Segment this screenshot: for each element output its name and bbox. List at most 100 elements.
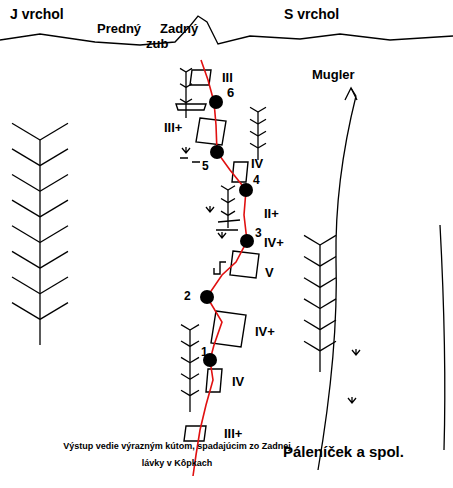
belay-dot [239,183,253,197]
author-credit: Páleníček a spol. [283,444,404,459]
tree-branch [258,107,266,112]
grass-tuft [206,206,214,212]
tree-branch [258,131,266,136]
route-label: V [265,266,274,279]
tree-branch [190,341,199,346]
tree-branch [180,99,186,103]
tree-branch [181,390,190,395]
tree-branch [250,107,258,112]
tree-branch [40,226,68,243]
place-name: Mugler [312,68,355,81]
tree-branch [12,174,40,191]
grass-tuft [348,397,356,403]
route-label: IV [232,375,244,388]
tree-branch [180,84,186,88]
tree-branch [228,198,235,202]
grass-tuft [218,232,226,238]
tree-branch [190,390,199,395]
mugler-arrow-stem [351,88,356,96]
tree-branch [40,123,68,140]
tree-branch [40,303,68,320]
tree-branch [258,119,266,124]
tree-branch [12,123,40,140]
grass-tuft [352,349,360,355]
pitch-features [176,70,259,441]
place-name: zub [146,37,168,50]
rock-step [211,311,246,347]
rock-step [196,118,226,145]
place-name: Predný [97,22,141,35]
tree-branch [181,341,190,346]
tree-branch [12,303,40,320]
ledge [216,220,240,230]
grass-symbols [12,68,360,412]
tree-branch [320,320,336,330]
tree-branch [228,211,235,215]
tree-branch [12,277,40,294]
tree-branch [181,325,190,330]
mugler-arrow [345,88,357,100]
place-name: Zadný [160,22,198,35]
tree-branch [304,257,320,267]
belay-dot [240,234,254,248]
tree-branch [304,320,320,330]
place-name: S vrchol [284,7,339,21]
tree-branch [258,143,266,148]
gully-line [318,96,356,470]
ledge [180,158,200,162]
rock-step [232,162,248,182]
tree-branch [12,200,40,217]
grass-tuft [182,147,190,153]
tree-stem [227,190,228,228]
tree-branch [304,235,320,245]
tree-branch [221,211,228,215]
tree-branch [320,278,336,288]
route-label: III [222,71,233,84]
tree-branch [12,149,40,166]
tree-branch [221,186,228,190]
tree-branch [320,299,336,309]
tree-branch [190,374,199,379]
tree-branch [40,200,68,217]
tree-branch [40,149,68,166]
tree-branch [304,299,320,309]
tree-stem [185,72,186,118]
tree-branch [190,357,199,362]
tree-branch [320,341,336,351]
route-label: 6 [227,86,234,99]
route-label: 4 [253,174,260,186]
tree-branch [40,277,68,294]
rock-step [184,426,206,441]
tree-branch [304,341,320,351]
route-label: IV+ [255,325,275,338]
route-label: 1 [201,346,208,358]
tree-branch [180,68,186,72]
belay-dot [210,145,224,159]
route-label: 5 [202,160,209,172]
ledge [176,104,206,110]
belay-dot [209,95,223,109]
tree-stem [189,330,190,412]
tree-branch [320,257,336,267]
slope-line [440,225,445,450]
route-label: II+ [264,207,279,220]
tree-branch [40,174,68,191]
tree-branch [250,143,258,148]
tree-branch [250,131,258,136]
route-label: IV+ [264,236,284,249]
route-caption: Výstup vedie výrazným kútom, spadajúcim … [62,438,292,472]
ridge-line [0,16,453,45]
tree-branch [228,186,235,190]
belay-dots [200,95,254,367]
climbing-route [193,60,247,476]
tree-branch [186,99,192,103]
terrain-outline [0,16,453,470]
tree-branch [12,251,40,268]
tree-branch [250,119,258,124]
tree-branch [12,226,40,243]
tree-branch [221,198,228,202]
route-label: IV [251,157,263,170]
route-label: 3 [255,227,262,239]
route-label: 2 [184,290,191,302]
